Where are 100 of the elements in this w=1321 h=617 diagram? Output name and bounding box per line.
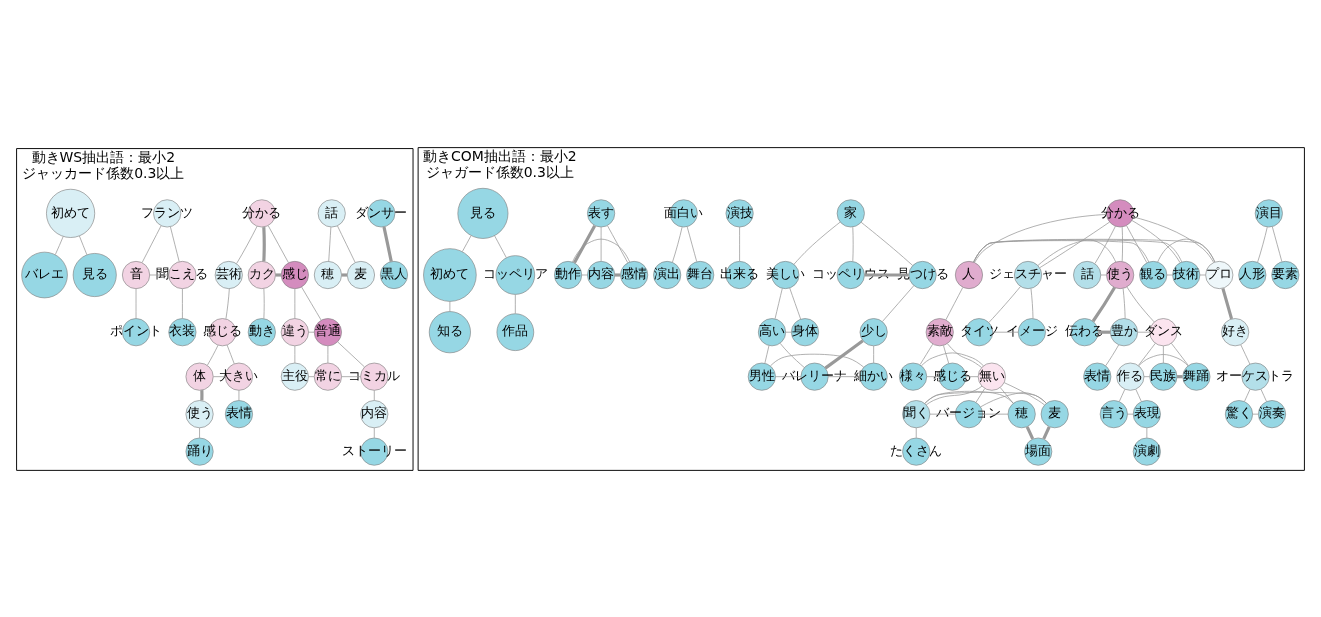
node-circle — [168, 260, 197, 289]
node-circle — [367, 198, 396, 227]
node-circle: 内容 — [587, 260, 616, 289]
connector — [494, 234, 507, 258]
connector — [864, 272, 909, 277]
node-circle: 要素 — [1271, 260, 1300, 289]
node-circle — [360, 362, 389, 391]
connector — [1171, 342, 1189, 366]
node-circle: 聞く — [902, 399, 931, 428]
connector — [945, 286, 964, 320]
node-circle: 普通 — [313, 317, 342, 346]
connector — [600, 226, 602, 262]
connector — [200, 389, 204, 400]
connector — [1133, 216, 1215, 263]
node-circle: 動き — [247, 317, 276, 346]
node-label: 出来る — [720, 265, 760, 281]
connector — [852, 226, 854, 262]
node-label: 美しい — [765, 265, 805, 281]
node-label: バレリーナ — [782, 367, 848, 383]
connector — [925, 385, 983, 405]
connector — [828, 375, 861, 377]
connector — [1030, 287, 1034, 319]
node-circle: 高い — [758, 317, 786, 346]
connector — [294, 345, 296, 363]
connector — [1137, 331, 1150, 333]
node-label: 分かる — [242, 204, 282, 220]
connector — [1094, 225, 1116, 264]
connector — [382, 226, 393, 262]
node-circle: 内容 — [360, 399, 389, 428]
connector — [1131, 219, 1181, 263]
node-label: 面白い — [664, 204, 704, 220]
connector — [1122, 287, 1126, 319]
node-circle: 違う — [280, 317, 309, 346]
node-circle — [954, 399, 983, 428]
connector — [1252, 413, 1259, 415]
node-label: 大きい — [219, 367, 259, 383]
node-circle — [153, 198, 182, 227]
connector — [1126, 286, 1155, 322]
connector — [328, 226, 332, 262]
node-label: 感じる — [202, 322, 242, 338]
node-label: 感じる — [932, 367, 972, 383]
connector — [1121, 226, 1123, 262]
node-circle: 使う — [1106, 260, 1135, 289]
node-label: ポイント — [110, 322, 163, 338]
node-circle — [1017, 317, 1046, 346]
connector — [1138, 342, 1156, 366]
connector — [973, 238, 1216, 262]
node-circle: 使う — [185, 399, 214, 428]
connector — [1039, 221, 1110, 268]
connector — [373, 389, 375, 401]
node-circle: 演劇 — [1132, 437, 1161, 466]
connector — [226, 344, 235, 364]
connector — [373, 427, 375, 438]
node-circle: 驚く — [1225, 399, 1253, 428]
node-circle: 表す — [587, 198, 616, 227]
connector — [267, 224, 289, 263]
connector — [581, 274, 588, 275]
connector — [1127, 413, 1134, 415]
node-label: フランツ — [141, 204, 194, 220]
connector — [999, 386, 1014, 404]
connector — [785, 331, 792, 333]
connector — [1260, 388, 1267, 402]
node-circle: 見る — [457, 187, 509, 239]
connector — [182, 288, 183, 319]
connector — [207, 344, 219, 366]
connector — [170, 225, 180, 262]
connector — [1271, 225, 1283, 262]
connector — [1163, 345, 1164, 363]
connector — [327, 345, 329, 363]
node-circle: 男性 — [747, 362, 776, 391]
connector — [572, 238, 631, 262]
connector — [921, 352, 984, 366]
connector — [263, 287, 265, 319]
node-circle: 舞台 — [686, 260, 715, 289]
connector — [1138, 353, 1189, 366]
connector — [775, 375, 802, 377]
node-circle: 家 — [836, 198, 865, 227]
node-circle: 感情 — [620, 260, 649, 289]
node-circle: 技術 — [1172, 260, 1201, 289]
node-circle: 観る — [1139, 260, 1168, 289]
connector — [764, 344, 770, 364]
connector — [238, 389, 240, 401]
connector — [982, 413, 1009, 415]
node-circle — [1014, 260, 1042, 289]
connector — [1100, 274, 1107, 275]
node-circle: 動作 — [554, 260, 583, 289]
connector — [947, 342, 982, 368]
node-circle: 表情 — [224, 399, 253, 428]
node-circle: 麦 — [346, 260, 375, 289]
connector — [337, 225, 356, 263]
node-circle: 穂 — [1007, 399, 1036, 428]
node-circle: 衣装 — [168, 317, 197, 346]
connector — [915, 427, 917, 438]
connector — [1146, 427, 1148, 438]
connector — [980, 391, 1047, 407]
connector — [614, 272, 621, 277]
node-label: オーケストラ — [1216, 367, 1295, 383]
node-label: 細かい — [854, 367, 894, 383]
node-circle — [495, 254, 536, 295]
node-circle: バレエ — [21, 251, 68, 298]
